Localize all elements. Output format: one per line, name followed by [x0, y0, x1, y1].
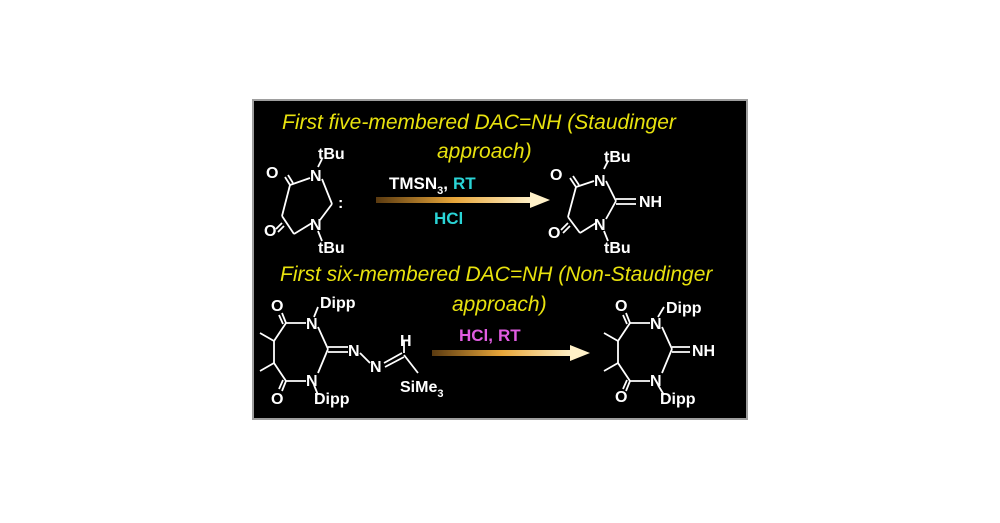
reagent-hcl-2: HCl,	[459, 326, 493, 345]
simes3-main: SiMe	[400, 379, 437, 396]
product2-n-top: N	[650, 316, 662, 333]
product-five-membered: O O N N tBu tBu NH	[548, 149, 662, 257]
atom-n-bottom-6: N	[306, 373, 318, 390]
tbu-top: tBu	[318, 146, 345, 163]
tbu-bottom: tBu	[318, 240, 345, 257]
reagent-tmsn-sub: 3	[437, 185, 443, 197]
carbene-colon: :	[338, 195, 343, 212]
product2-dipp-top: Dipp	[666, 300, 702, 317]
reagent-2: HCl, RT	[459, 326, 521, 345]
simes3-group: SiMe3	[400, 379, 443, 400]
caption-six-line1: First six-membered DAC=NH (Non-Staudinge…	[280, 263, 713, 286]
atom-o-top-6: O	[271, 298, 283, 315]
atom-o-bottom: O	[264, 223, 276, 240]
reagent-hcl-1: HCl	[434, 209, 463, 228]
product2-n-bottom: N	[650, 373, 662, 390]
reactant-five-membered: O O N N tBu tBu :	[264, 146, 345, 257]
product1-n-bottom: N	[594, 217, 606, 234]
product1-o-bottom: O	[548, 225, 560, 242]
product1-tbu-top: tBu	[604, 149, 631, 166]
reagent-1-line1: TMSN3, RT	[389, 174, 476, 197]
caption-six-line2: approach)	[452, 293, 547, 316]
atom-o-bottom-6: O	[271, 391, 283, 408]
arrowhead-2	[570, 345, 590, 361]
reaction-scheme: First five-membered DAC=NH (Staudinger a…	[259, 111, 715, 408]
product1-o-top: O	[550, 167, 562, 184]
atom-n-top: N	[310, 168, 322, 185]
dipp-bottom: Dipp	[314, 391, 350, 408]
atom-n-bottom: N	[310, 217, 322, 234]
arrowhead-1	[530, 192, 550, 208]
reagent-rt-2: RT	[498, 326, 521, 345]
atom-n-azine-1: N	[348, 343, 360, 360]
product2-dipp-bottom: Dipp	[660, 391, 696, 408]
atom-n-top-6: N	[306, 316, 318, 333]
reagent-sep: ,	[443, 174, 448, 193]
reagent-rt-1: RT	[453, 174, 476, 193]
product2-o-top: O	[615, 298, 627, 315]
scheme-panel: First five-membered DAC=NH (Staudinger a…	[252, 99, 748, 420]
simes3-sub: 3	[437, 388, 443, 400]
product1-tbu-bottom: tBu	[604, 240, 631, 257]
reaction-arrow-1	[376, 197, 532, 203]
product1-nh: NH	[639, 194, 662, 211]
product2-o-bottom: O	[615, 389, 627, 406]
reactant-six-membered: O O N N Dipp Dipp N N H SiMe3	[259, 295, 443, 408]
caption-five-line1: First five-membered DAC=NH (Staudinger	[282, 111, 677, 134]
product-six-membered: O O N N Dipp Dipp NH	[603, 298, 715, 408]
caption-five-line2: approach)	[437, 140, 532, 163]
reagent-tmsn: TMSN	[389, 174, 437, 193]
atom-n-azine-2: N	[370, 359, 382, 376]
reaction-arrow-2	[432, 350, 572, 356]
product1-n-top: N	[594, 173, 606, 190]
dipp-top: Dipp	[320, 295, 356, 312]
product2-nh: NH	[692, 343, 715, 360]
atom-o-top: O	[266, 165, 278, 182]
atom-h: H	[400, 333, 412, 350]
